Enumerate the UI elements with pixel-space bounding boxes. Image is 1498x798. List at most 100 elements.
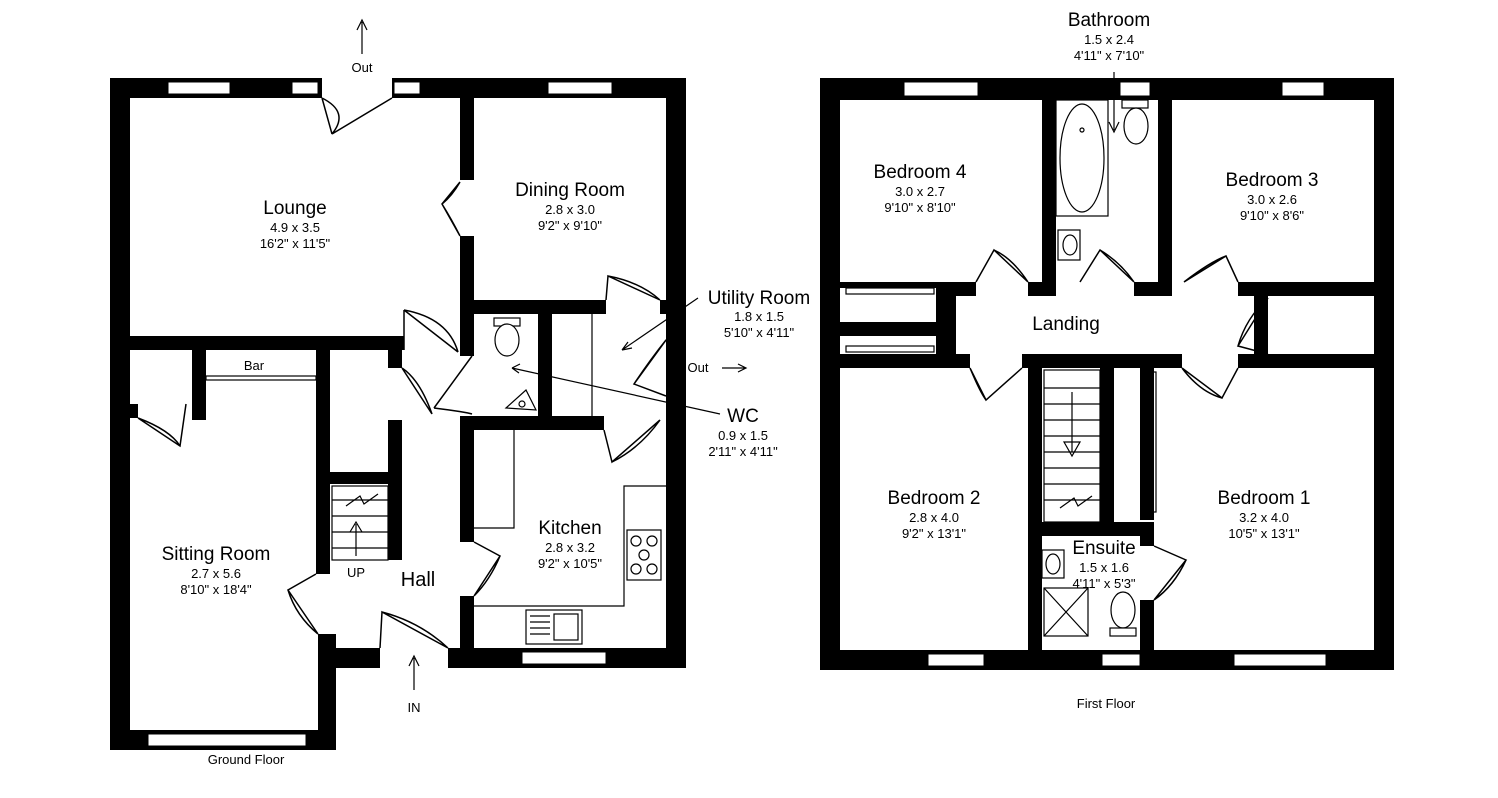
ff-wall-bed1-closet (1140, 368, 1154, 520)
door-lounge-dining (441, 181, 461, 237)
gf-wall-porch-bottom (318, 648, 380, 668)
room-imperial-lounge: 16'2" x 11'5" (260, 236, 331, 251)
ff-wall-bed1-top (1238, 354, 1374, 368)
door-bed3-closet (1236, 297, 1269, 355)
door-bed2 (969, 367, 1023, 402)
gf-wall-sitting-closet (130, 404, 138, 418)
door-kitchen-hall (473, 541, 502, 597)
room-metric-bed1: 3.2 x 4.0 (1239, 510, 1289, 525)
ff-wall-bath-bottom (1134, 282, 1172, 296)
utility-pointer-arrow (621, 297, 699, 351)
label-up: UP (347, 565, 365, 580)
kitchen-counter-right (474, 485, 666, 607)
door-sitting-hall (286, 573, 319, 635)
door-utility-kitchen (603, 419, 661, 464)
first-floor-plan: Bathroom 1.5 x 2.4 4'11" x 7'10" Bedroom… (820, 10, 1394, 711)
room-imperial-bed2: 9'2" x 13'1" (902, 526, 966, 541)
out-arrow-right (722, 363, 748, 373)
room-name-bed2: Bedroom 2 (888, 488, 981, 509)
stairs-down (1043, 369, 1101, 523)
room-name-sitting: Sitting Room (162, 544, 271, 565)
window (167, 81, 231, 95)
caption-first-floor: First Floor (1077, 696, 1136, 711)
window (927, 653, 985, 667)
window (291, 81, 319, 95)
ff-wall-bed3-bottom (1238, 282, 1374, 296)
gf-wall-cupboard-right-b (388, 420, 402, 560)
door-bed1 (1181, 367, 1239, 400)
door-hall-cupboard (401, 367, 433, 415)
door-bathroom (1079, 248, 1135, 283)
gf-wall-bar-post-left (192, 350, 206, 420)
gf-wall-dining-left-a (460, 98, 474, 180)
ff-wall-closet-top (840, 282, 940, 288)
gf-wall-kitchen-left-b (460, 596, 474, 656)
room-metric-bed4: 3.0 x 2.7 (895, 184, 945, 199)
label-in: IN (408, 700, 421, 715)
bathtub-icon (1055, 99, 1109, 217)
room-metric-bed2: 2.8 x 4.0 (909, 510, 959, 525)
label-out-top: Out (352, 60, 373, 75)
room-metric-wc: 0.9 x 1.5 (718, 428, 768, 443)
room-metric-kitchen: 2.8 x 3.2 (545, 540, 595, 555)
gf-wall-hall-stair-right (316, 350, 330, 574)
bath-basin-icon (1057, 229, 1081, 261)
window (1119, 81, 1151, 97)
door-ensuite (1153, 545, 1188, 601)
door-dining-utility (605, 274, 661, 301)
room-name-dining: Dining Room (515, 180, 625, 201)
room-name-utility: Utility Room (708, 288, 810, 309)
gf-wall-cupboard-bottom (330, 472, 390, 484)
label-out-side: Out (688, 360, 709, 375)
door-front (379, 610, 449, 649)
window (147, 733, 307, 747)
room-name-bed4: Bedroom 4 (874, 162, 967, 183)
caption-ground-floor: Ground Floor (208, 752, 285, 767)
hob-icon (626, 529, 662, 581)
room-name-ensuite: Ensuite (1072, 538, 1135, 559)
room-imperial-wc: 2'11" x 4'11" (708, 444, 778, 459)
window (1281, 81, 1325, 97)
out-arrow-top (356, 18, 368, 54)
ground-floor-plan: Lounge 4.9 x 3.5 16'2" x 11'5" Dining Ro… (110, 18, 810, 767)
room-name-bathroom: Bathroom (1068, 10, 1150, 31)
closet-sliding-door (845, 345, 935, 353)
ff-wall-ensuite-right (1140, 522, 1154, 546)
wc-basin (504, 389, 538, 411)
room-imperial-sitting: 8'10" x 18'4" (180, 582, 252, 597)
gf-wall-utility-right-stub (666, 300, 686, 340)
window (547, 81, 613, 95)
window (903, 81, 979, 97)
bathroom-pointer-arrow (1108, 72, 1120, 134)
gf-wall-kitchen-top (460, 416, 604, 430)
door-wc (433, 355, 473, 415)
bar-counter (205, 375, 317, 381)
ff-wall-bed4-bottom-r (1028, 282, 1056, 296)
ff-wall-bed4-right (1042, 100, 1056, 284)
ensuite-toilet-icon (1109, 591, 1137, 637)
ff-wall-right (1374, 78, 1394, 670)
room-name-bed1: Bedroom 1 (1218, 488, 1311, 509)
gf-wall-top-right (392, 78, 686, 98)
door-lounge-hall (403, 309, 459, 353)
label-bar: Bar (244, 358, 265, 373)
gf-wall-wc-right (538, 314, 552, 418)
room-metric-dining: 2.8 x 3.0 (545, 202, 595, 217)
label-landing: Landing (1032, 314, 1100, 335)
sink-icon (525, 609, 583, 645)
door-bed4 (975, 248, 1029, 283)
wardrobe-door (1149, 371, 1157, 513)
gf-wall-kitchen-left (460, 416, 474, 542)
gf-wall-wc-left (460, 314, 474, 354)
room-imperial-bed3: 9'10" x 8'6" (1240, 208, 1304, 223)
ff-wall-ensuite-top (1028, 522, 1154, 536)
ff-wall-left (820, 78, 840, 670)
ff-wall-bed2-right (1028, 368, 1042, 650)
closet-sliding-door (845, 287, 935, 295)
room-imperial-bed4: 9'10" x 8'10" (884, 200, 956, 215)
stairs-up (331, 485, 389, 561)
wc-toilet (493, 317, 521, 357)
room-metric-bathroom: 1.5 x 2.4 (1084, 32, 1134, 47)
label-hall: Hall (401, 569, 435, 591)
